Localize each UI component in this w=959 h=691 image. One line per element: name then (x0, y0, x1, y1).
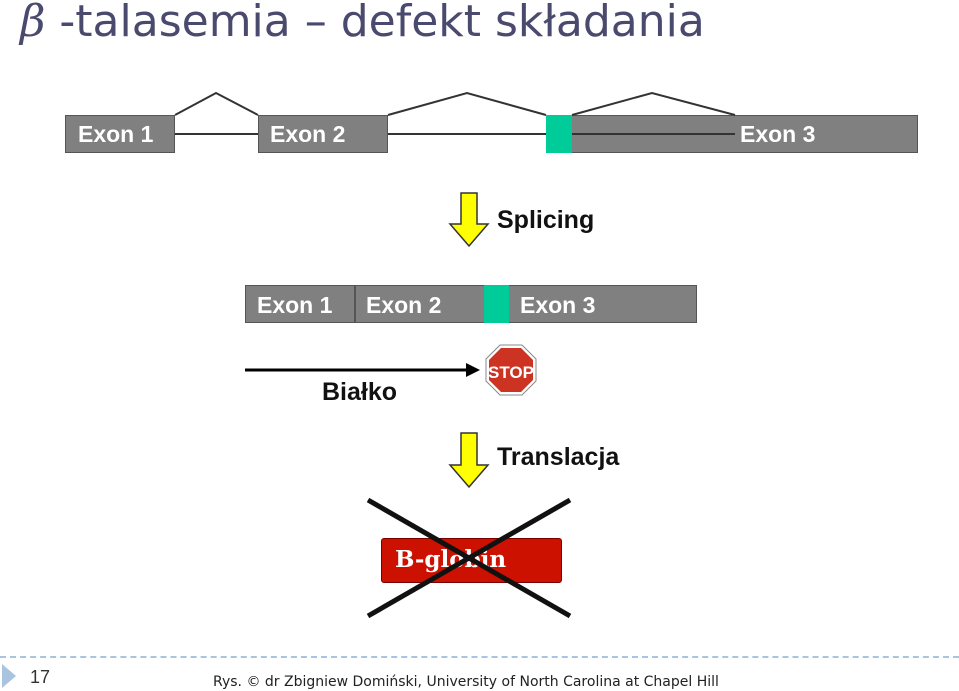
mrna-bar (245, 285, 697, 323)
protein-arrowhead-icon (466, 363, 480, 377)
mrna-cryptic-segment (484, 285, 509, 323)
splicing-arrow-icon (448, 192, 490, 248)
mrna-exon2-label: Exon 2 (366, 292, 442, 318)
image-credit: Rys. © dr Zbigniew Domiński, University … (213, 674, 719, 690)
splice-caret-2 (387, 91, 547, 116)
pre-mrna-cryptic-site (546, 115, 572, 153)
protein-label: Białko (322, 378, 398, 406)
mrna-exon1-label: Exon 1 (257, 292, 333, 318)
mrna-exon3-label: Exon 3 (520, 292, 596, 318)
pre-mrna-exon1-box (65, 115, 175, 153)
splicing-label: Splicing (497, 206, 595, 234)
pre-mrna-exon1-label: Exon 1 (78, 121, 154, 147)
pre-mrna-exon3-label: Exon 3 (740, 121, 816, 147)
footer-divider (0, 656, 959, 658)
slide-number: 17 (30, 667, 51, 687)
beta-symbol: β (20, 0, 46, 47)
cross-line-2 (366, 497, 572, 619)
stop-sign-text: STOP (488, 363, 534, 382)
footer-triangle-icon (2, 664, 16, 688)
stop-sign-icon: STOP (485, 344, 537, 396)
splice-caret-1 (174, 91, 259, 116)
translation-label: Translacja (497, 443, 620, 471)
translation-arrow-icon (448, 432, 490, 489)
pre-mrna-exon2-label: Exon 2 (270, 121, 346, 147)
pre-mrna-exon2-box (258, 115, 388, 153)
title-text: -talasemia – defekt składania (45, 0, 705, 47)
mrna-exon-divider (354, 285, 356, 323)
splice-caret-3 (571, 91, 736, 116)
slide-title: β -talasemia – defekt składania (20, 0, 705, 47)
